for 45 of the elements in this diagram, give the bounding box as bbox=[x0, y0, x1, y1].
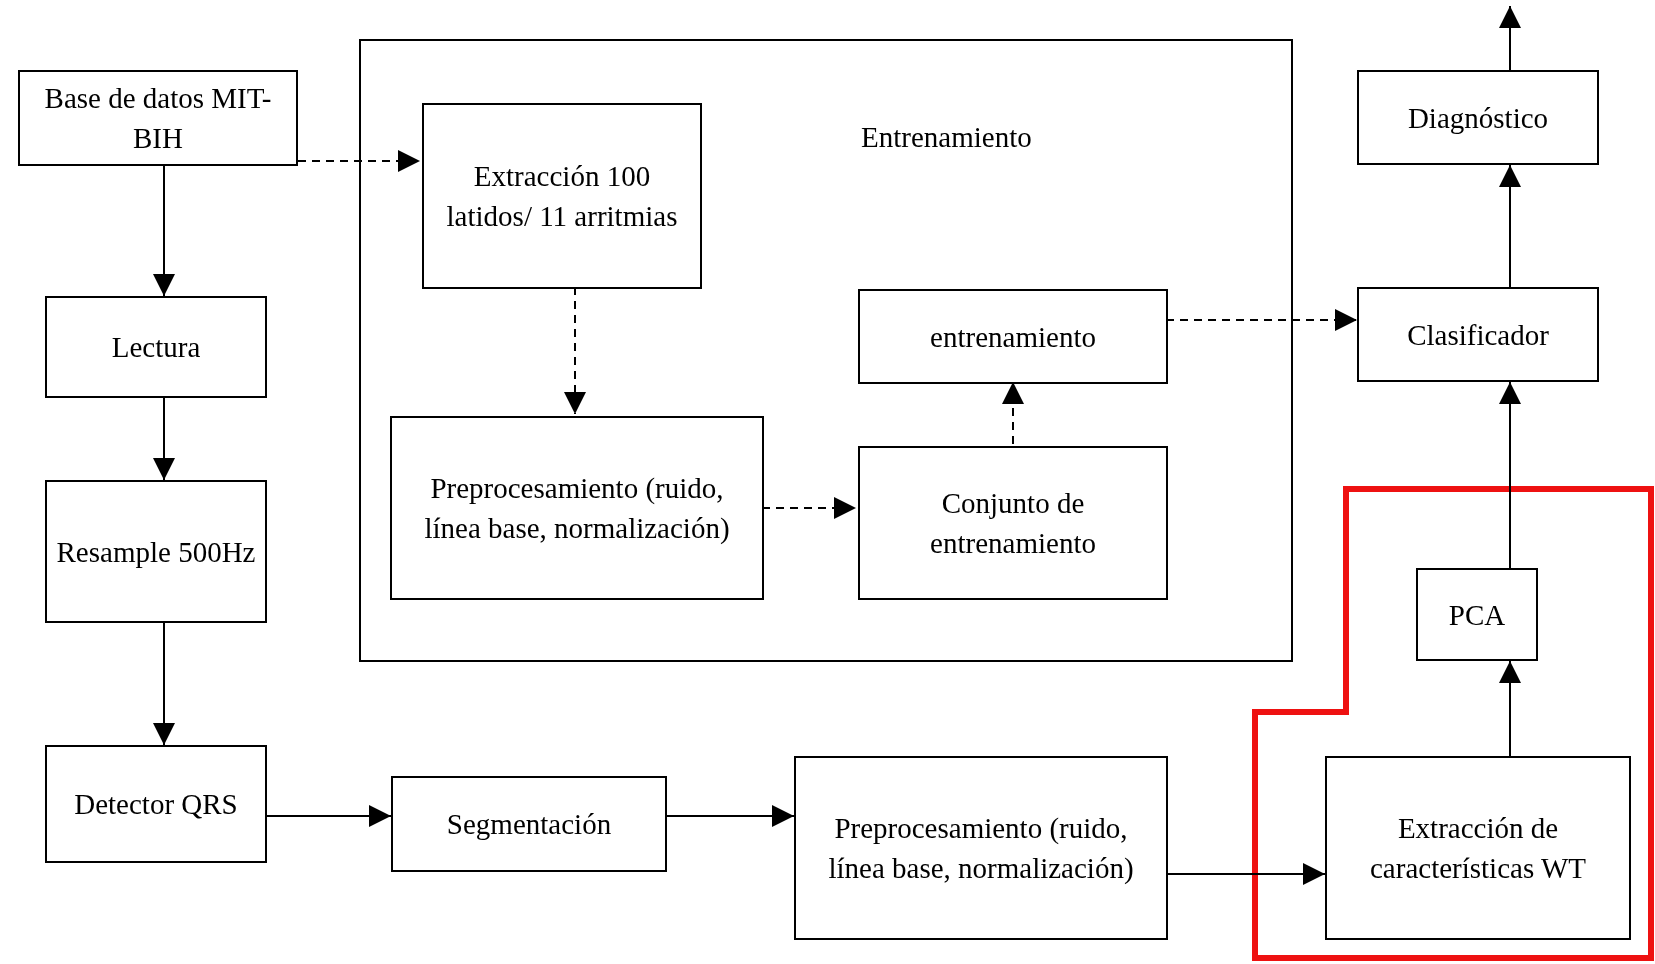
process-box bbox=[390, 416, 764, 600]
process-box bbox=[858, 446, 1168, 600]
process-box bbox=[18, 70, 298, 166]
box-label: Extracción 100 latidos/ 11 arritmias bbox=[445, 159, 679, 234]
arrow bbox=[1167, 863, 1326, 885]
process-box bbox=[1357, 287, 1599, 382]
process-box bbox=[45, 480, 267, 623]
box-label: Preprocesamiento (ruido, línea base, normalización) bbox=[827, 811, 1135, 886]
process-box bbox=[1357, 70, 1599, 165]
box-label: Conjunto de entrenamiento bbox=[929, 486, 1097, 561]
process-box bbox=[391, 776, 667, 872]
box-label: Detector QRS bbox=[74, 787, 238, 822]
arrow bbox=[761, 497, 857, 519]
arrow bbox=[153, 165, 175, 297]
arrow bbox=[1499, 164, 1521, 288]
arrow bbox=[1165, 309, 1358, 331]
box-label: Segmentación bbox=[446, 807, 612, 842]
box-label: Diagnóstico bbox=[1407, 100, 1549, 136]
box-label: Lectura bbox=[111, 330, 201, 365]
arrow bbox=[1002, 381, 1024, 445]
box-label: PCA bbox=[1448, 597, 1506, 633]
process-box bbox=[1325, 756, 1631, 940]
box-label: Clasificador bbox=[1407, 317, 1549, 353]
arrow bbox=[666, 805, 795, 827]
process-box bbox=[422, 103, 702, 289]
box-label: entrenamiento bbox=[930, 319, 1096, 355]
group-title: Entrenamiento bbox=[861, 120, 1032, 155]
arrow bbox=[1499, 660, 1521, 757]
process-box bbox=[794, 756, 1168, 940]
group-box bbox=[359, 39, 1293, 662]
box-label: Base de datos MIT-BIH bbox=[43, 81, 273, 156]
arrow bbox=[564, 286, 586, 415]
arrow bbox=[1499, 381, 1521, 569]
arrow bbox=[266, 805, 392, 827]
arrow bbox=[153, 397, 175, 481]
process-box bbox=[1416, 568, 1538, 661]
process-box bbox=[45, 745, 267, 863]
arrow bbox=[1499, 5, 1521, 71]
box-label: Resample 500Hz bbox=[56, 534, 256, 570]
box-label: Preprocesamiento (ruido, línea base, normalización) bbox=[423, 471, 731, 546]
process-box bbox=[858, 289, 1168, 384]
process-box bbox=[45, 296, 267, 398]
arrow bbox=[297, 150, 421, 172]
arrow bbox=[153, 622, 175, 746]
box-label: Extracción de características WT bbox=[1369, 811, 1587, 886]
